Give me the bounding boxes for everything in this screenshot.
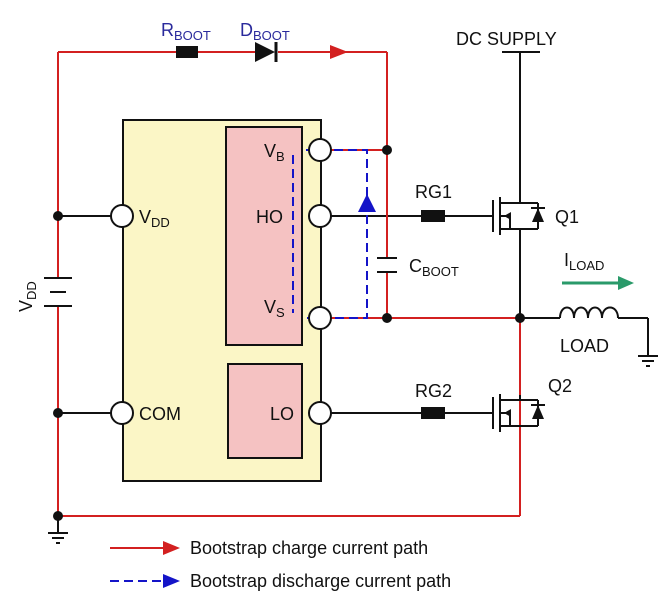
q2-mosfet <box>492 394 545 432</box>
discharge-current-path <box>292 149 368 319</box>
rboot-resistor <box>176 46 198 58</box>
lo-pin <box>308 401 332 425</box>
legend: Bootstrap charge current path Bootstrap … <box>110 538 451 591</box>
vdd-pin-label: VDD <box>139 207 170 230</box>
q1-mosfet <box>492 197 545 236</box>
rg2-resistor <box>421 407 445 419</box>
ic-pins <box>110 138 332 425</box>
legend-discharge-item: Bootstrap discharge current path <box>110 571 451 591</box>
load-inductor <box>559 306 619 319</box>
dc-supply-label: DC SUPPLY <box>456 29 557 49</box>
lo-label: LO <box>270 404 294 424</box>
rg2-label: RG2 <box>415 381 452 401</box>
legend-charge-label: Bootstrap charge current path <box>190 538 428 558</box>
load-current-arrow <box>562 276 634 290</box>
vs-label: VS <box>264 297 285 320</box>
dboot-diode <box>255 42 278 62</box>
high-side-driver-block <box>225 126 303 346</box>
junction-dots <box>53 145 525 521</box>
rg1-label: RG1 <box>415 182 452 202</box>
rboot-label: RBOOT <box>161 20 211 43</box>
cboot-capacitor <box>377 257 397 273</box>
com-label: COM <box>139 404 181 424</box>
charge-direction-arrow <box>330 45 348 59</box>
vdd-source-label: VDD <box>16 281 39 312</box>
low-side-driver-block <box>227 363 303 459</box>
ho-label: HO <box>256 207 283 227</box>
vb-label: VB <box>264 141 285 164</box>
vb-pin <box>308 138 332 162</box>
com-pin <box>110 401 134 425</box>
circuit-wires <box>48 51 658 544</box>
iload-label: ILOAD <box>564 250 604 273</box>
legend-charge-item: Bootstrap charge current path <box>110 538 428 558</box>
q2-label: Q2 <box>548 376 572 396</box>
vdd-pin <box>110 204 134 228</box>
vdd-source-battery <box>44 277 72 307</box>
vs-pin <box>308 306 332 330</box>
rg1-resistor <box>421 210 445 222</box>
ho-pin <box>308 204 332 228</box>
legend-discharge-label: Bootstrap discharge current path <box>190 571 451 591</box>
dboot-label: DBOOT <box>240 20 290 43</box>
q1-label: Q1 <box>555 207 579 227</box>
cboot-label: CBOOT <box>409 256 459 279</box>
charge-current-path <box>57 51 521 517</box>
discharge-direction-arrow <box>358 194 376 212</box>
load-label: LOAD <box>560 336 609 356</box>
